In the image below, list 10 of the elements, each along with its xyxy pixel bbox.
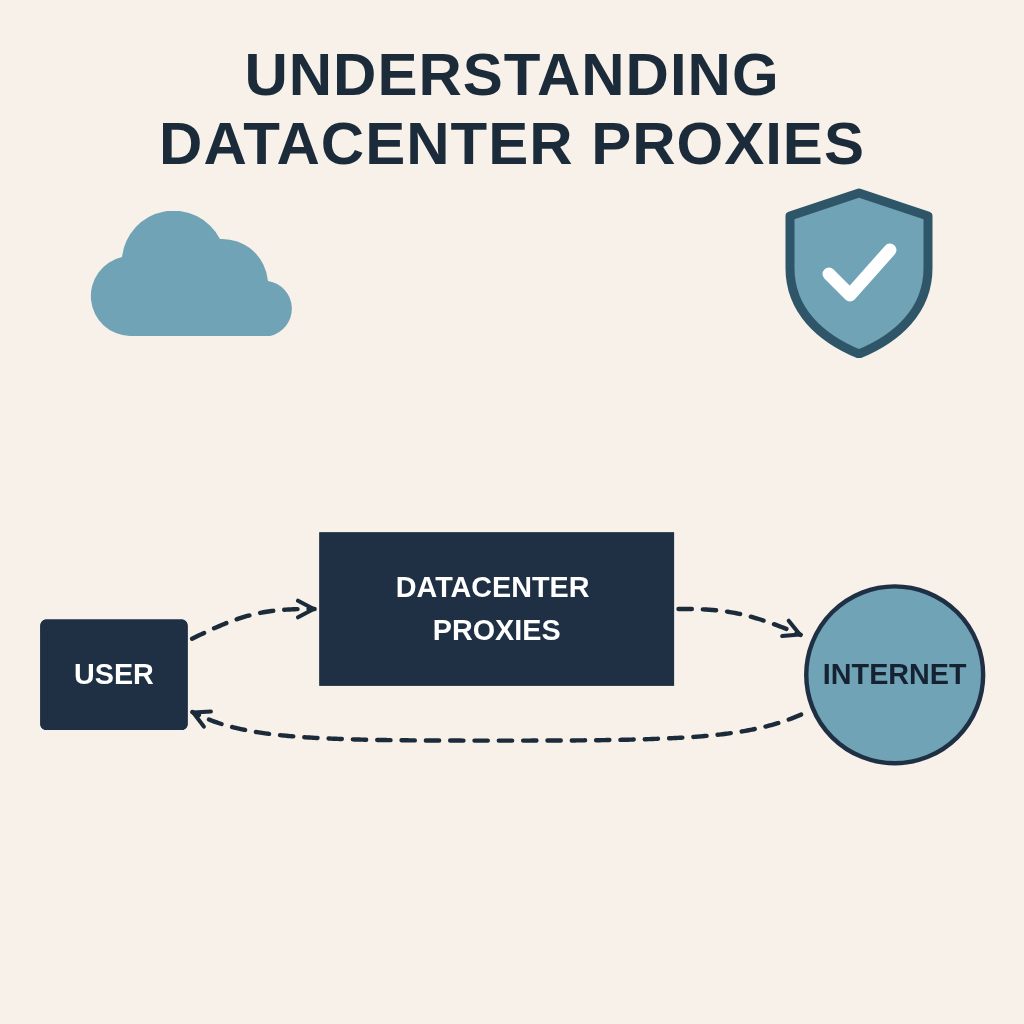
dashed-arrow bbox=[676, 606, 803, 638]
node-label: DATACENTER PROXIES bbox=[394, 569, 591, 649]
node-label: INTERNET bbox=[822, 656, 967, 693]
dashed-arrow bbox=[189, 598, 317, 641]
process-box bbox=[319, 532, 675, 686]
title: UNDERSTANDING DATACENTER PROXIES bbox=[158, 40, 866, 178]
dashed-arrow bbox=[190, 709, 804, 743]
rounded-box bbox=[40, 619, 188, 731]
node-label: USER bbox=[74, 656, 154, 693]
circle-node bbox=[804, 584, 986, 766]
